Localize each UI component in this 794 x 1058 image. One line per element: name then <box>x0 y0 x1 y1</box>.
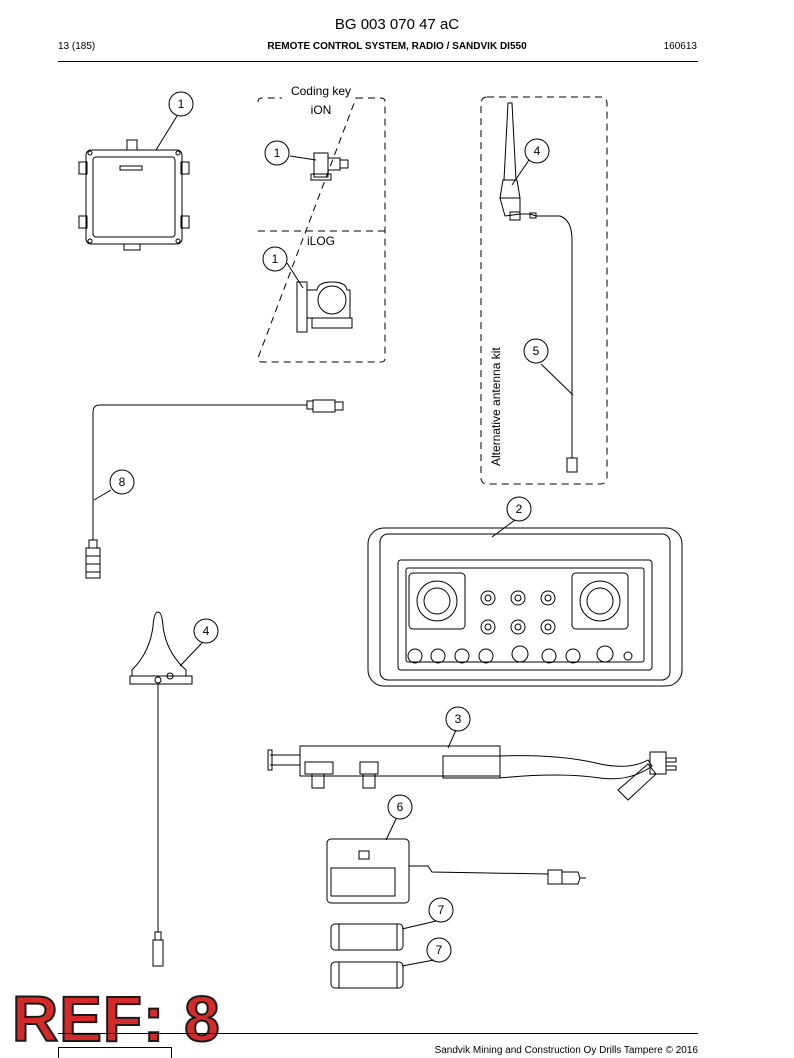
page-date: 160613 <box>663 41 697 52</box>
harness-drawing <box>267 745 677 801</box>
callout-7-battery-2: 7 <box>436 943 443 957</box>
page-title: REMOTE CONTROL SYSTEM, RADIO / SANDVIK D… <box>267 41 527 52</box>
ref-stamp: REF: 8 <box>11 982 221 1056</box>
antenna-cable <box>520 213 573 458</box>
ion-label: iON <box>311 103 332 117</box>
callout-1-ilog: 1 <box>272 252 279 266</box>
cable-8 <box>92 404 307 540</box>
callout-5: 5 <box>533 344 540 358</box>
ion-key-drawing <box>310 152 349 181</box>
charger-drawing <box>326 838 586 904</box>
callout-1-control-unit: 1 <box>178 97 185 111</box>
battery-2 <box>330 961 404 989</box>
dome-antenna-drawing <box>129 611 193 967</box>
footer-copyright: Sandvik Mining and Construction Oy Drill… <box>434 1045 698 1056</box>
callout-4-dome: 4 <box>203 624 210 638</box>
page-number: 13 (185) <box>58 41 96 52</box>
callout-4-whip: 4 <box>534 144 541 158</box>
footer-rule <box>58 1033 698 1034</box>
callout-3: 3 <box>455 712 462 726</box>
document-code: BG 003 070 47 aC <box>334 16 460 33</box>
callout-7-battery-1: 7 <box>438 903 445 917</box>
radio-unit-drawing <box>367 527 683 687</box>
callout-8: 8 <box>119 475 126 489</box>
callout-1-ion: 1 <box>274 146 281 160</box>
whip-antenna-drawing <box>499 102 521 221</box>
header-rule <box>58 61 698 62</box>
ilog-label: iLOG <box>307 234 335 248</box>
coding-key-label: Coding key <box>291 84 351 98</box>
control-unit-drawing <box>78 139 190 251</box>
coding-key-box <box>257 97 386 363</box>
battery-1 <box>330 923 404 951</box>
ilog-key-drawing <box>296 281 353 333</box>
alt-antenna-label: Alternative antenna kit <box>489 347 503 466</box>
callout-2: 2 <box>516 502 523 516</box>
alt-antenna-box <box>480 96 608 485</box>
callout-6: 6 <box>397 800 404 814</box>
